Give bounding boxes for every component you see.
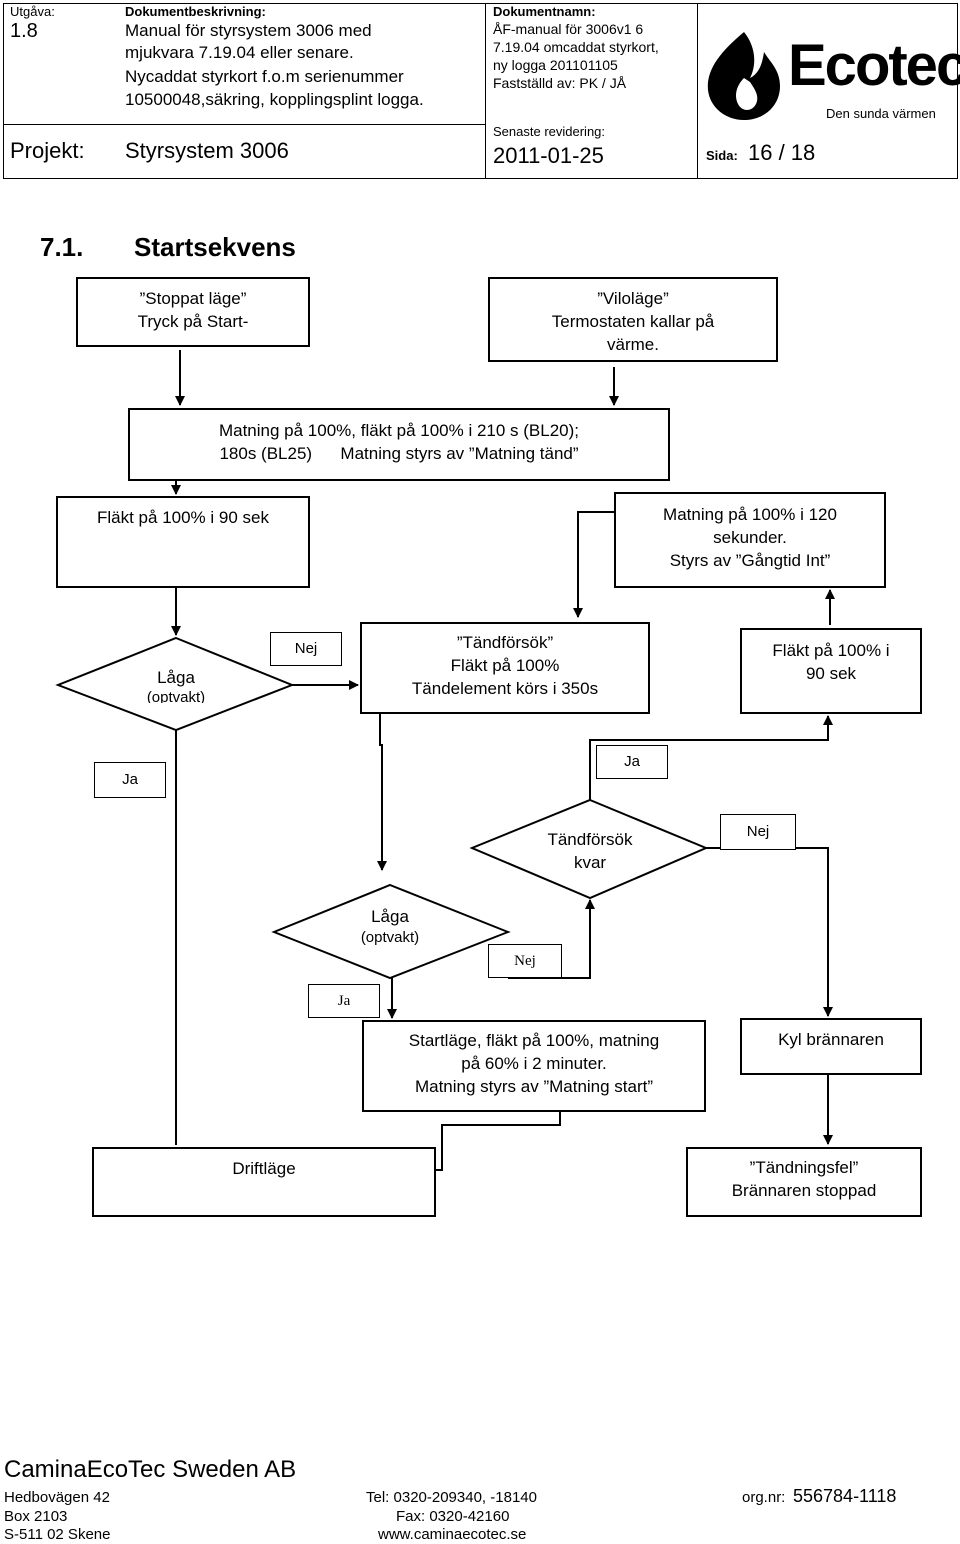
diamond-line: Låga xyxy=(157,668,195,687)
projekt-label: Projekt: xyxy=(10,138,85,163)
ja-tag: Ja xyxy=(308,984,380,1018)
footer-web: www.caminaecotec.se xyxy=(378,1526,527,1543)
box-line: Styrs av ”Gångtid Int” xyxy=(669,551,831,570)
diamond-line: (optvakt) xyxy=(146,689,206,703)
section-number: 7.1. xyxy=(40,232,84,262)
box-line: 180s (BL25) Matning styrs av ”Matning tä… xyxy=(219,444,579,463)
section-title: Startsekvens xyxy=(134,232,296,262)
flakt-90-left-box: Fläkt på 100% i 90 sek xyxy=(56,496,310,588)
box-line: ”Stoppat läge” xyxy=(139,289,247,308)
driftlage-box: Driftläge xyxy=(92,1147,436,1217)
box-line: sekunder. xyxy=(713,528,787,547)
footer-address: Hedbovägen 42 xyxy=(4,1489,110,1506)
footer-fax: Fax: 0320-42160 xyxy=(396,1508,510,1525)
utgava-value: 1.8 xyxy=(10,20,38,42)
box-line: 90 sek xyxy=(805,664,857,683)
diamond-line: Tändförsök xyxy=(547,830,633,849)
sida-value: 16 / 18 xyxy=(748,140,816,165)
footer-orgnr-value: 556784-1118 xyxy=(793,1486,897,1506)
tandforsok-kvar-diamond-label: Tändförsök kvar xyxy=(520,828,660,874)
laga-2-diamond-label: Låga (optvakt) xyxy=(320,905,460,948)
header-divider xyxy=(485,3,486,179)
tandforsok-box: ”Tändförsök” Fläkt på 100% Tändelement k… xyxy=(360,622,650,714)
box-line: Brännaren stoppad xyxy=(731,1181,877,1200)
startlage-box: Startläge, fläkt på 100%, matning på 60%… xyxy=(362,1020,706,1112)
box-line: värme. xyxy=(607,335,659,354)
logo-tagline: Den sunda värmen xyxy=(826,106,936,121)
kyl-brannaren-box: Kyl brännaren xyxy=(740,1018,922,1075)
logo-wordmark: Ecotec xyxy=(788,33,960,98)
sida-label: Sida: xyxy=(706,148,738,163)
box-line: Startläge, fläkt på 100%, matning xyxy=(408,1031,660,1050)
diamond-line: kvar xyxy=(573,853,607,872)
faststalld: Fastställd av: PK / JÅ xyxy=(493,75,627,91)
ja-tag: Ja xyxy=(596,745,668,779)
projekt-value: Styrsystem 3006 xyxy=(125,138,289,163)
box-line: Matning styrs av ”Matning start” xyxy=(414,1077,654,1096)
box-line: Fläkt på 100% i xyxy=(772,641,890,660)
description-label: Dokumentbeskrivning: xyxy=(125,4,266,19)
revision-value: 2011-01-25 xyxy=(493,143,604,168)
flakt-90-right-box: Fläkt på 100% i 90 sek xyxy=(740,628,922,714)
docname-line: ÅF-manual för 3006v1 6 xyxy=(493,21,644,37)
description-line: mjukvara 7.19.04 eller senare. xyxy=(125,43,354,62)
matning-120-box: Matning på 100% i 120 sekunder. Styrs av… xyxy=(614,492,886,588)
box-line: Matning på 100%, fläkt på 100% i 210 s (… xyxy=(218,421,580,440)
docname-line: ny logga 201101105 xyxy=(493,57,618,73)
document-header xyxy=(3,3,958,179)
box-line: Fläkt på 100% i 90 sek xyxy=(97,508,269,527)
description-line: 10500048,säkring, kopplingsplint logga. xyxy=(125,90,424,109)
footer-address: S-511 02 Skene xyxy=(4,1526,111,1543)
box-line: Termostaten kallar på xyxy=(551,312,715,331)
box-line: ”Viloläge” xyxy=(597,289,669,308)
box-line: ”Tändförsök” xyxy=(456,633,554,652)
revision-label: Senaste revidering: xyxy=(493,124,606,139)
diamond-line: Låga xyxy=(371,907,409,926)
nej-tag: Nej xyxy=(720,814,796,850)
matning-100-box: Matning på 100%, fläkt på 100% i 210 s (… xyxy=(128,408,670,481)
nej-tag: Nej xyxy=(270,632,342,666)
footer-company: CaminaEcoTec Sweden AB xyxy=(4,1456,297,1483)
flame-icon xyxy=(707,32,780,120)
box-line: Tändelement körs i 350s xyxy=(411,679,599,698)
box-line: Matning på 100% i 120 xyxy=(663,505,837,524)
footer-tel: Tel: 0320-209340, -18140 xyxy=(366,1489,537,1506)
box-line: på 60% i 2 minuter. xyxy=(461,1054,607,1073)
header-divider xyxy=(697,3,698,179)
header-divider xyxy=(3,124,485,125)
box-line: Driftläge xyxy=(232,1159,296,1178)
box-line: Fläkt på 100% xyxy=(450,656,560,675)
stoppat-lage-box: ”Stoppat läge” Tryck på Start- xyxy=(76,277,310,347)
description-line: Nycaddat styrkort f.o.m serienummer xyxy=(125,67,404,86)
nej-tag: Nej xyxy=(488,944,562,978)
docname-label: Dokumentnamn: xyxy=(493,4,596,19)
description-line: Manual för styrsystem 3006 med xyxy=(125,21,372,40)
ja-tag: Ja xyxy=(94,762,166,798)
box-line: Kyl brännaren xyxy=(778,1030,884,1049)
diamond-line: (optvakt) xyxy=(360,929,420,946)
footer-address: Box 2103 xyxy=(4,1508,68,1525)
utgava-label: Utgåva: xyxy=(10,4,55,19)
laga-1-diamond-label: Låga (optvakt) xyxy=(110,666,242,703)
tandningsfel-box: ”Tändningsfel” Brännaren stoppad xyxy=(686,1147,922,1217)
footer-orgnr-label: org.nr: xyxy=(742,1489,786,1506)
vilolage-box: ”Viloläge” Termostaten kallar på värme. xyxy=(488,277,778,362)
ecotec-logo: Ecotec Den sunda värmen xyxy=(700,22,960,126)
docname-line: 7.19.04 omcaddat styrkort, xyxy=(493,39,659,55)
box-line: Tryck på Start- xyxy=(137,312,249,331)
box-line: ”Tändningsfel” xyxy=(749,1158,859,1177)
